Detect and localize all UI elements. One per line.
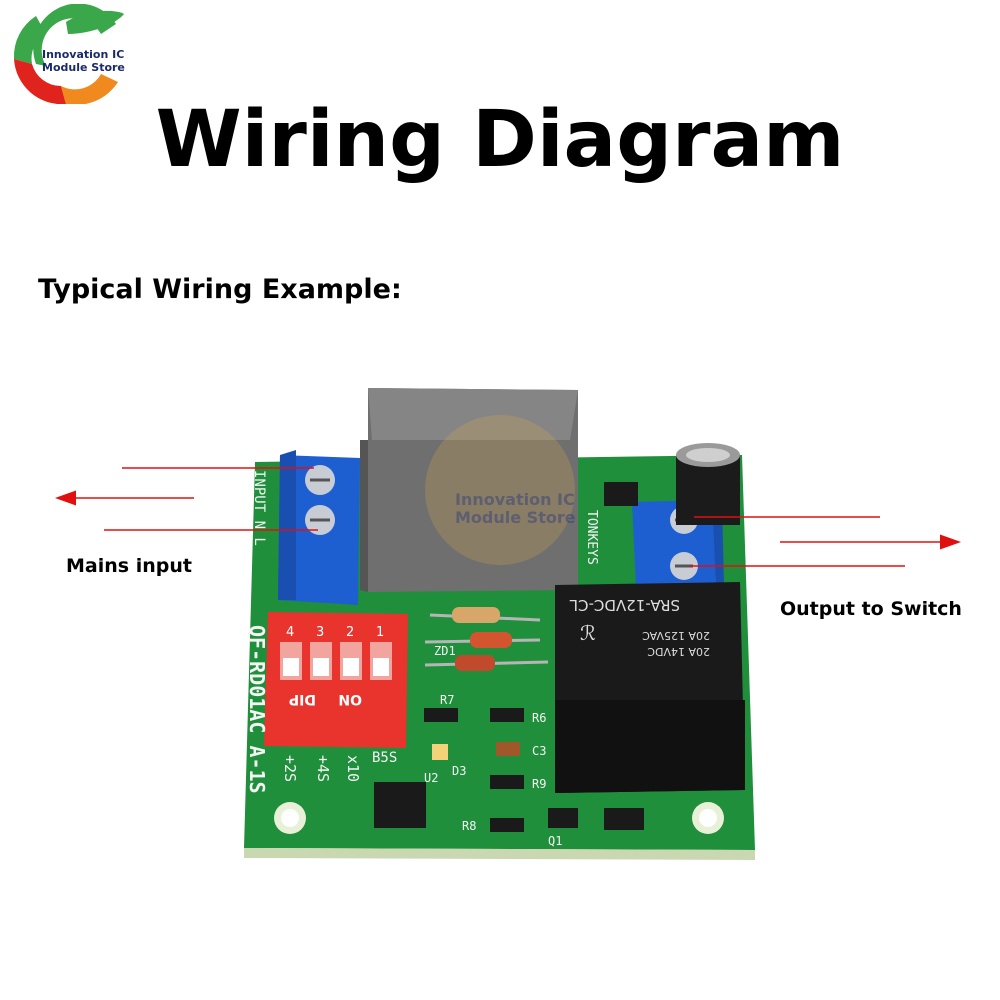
smd-components: [374, 708, 644, 832]
silk-c3: C3: [532, 744, 546, 758]
dip-switch: 4 3 2 1 DIP ON: [264, 612, 408, 748]
silk-r9: R9: [532, 777, 546, 791]
dip-number-3: 3: [316, 625, 324, 640]
dip-label-dip: DIP: [289, 691, 316, 707]
transistor-q1: [548, 808, 578, 828]
ul-mark-icon: ℛ: [580, 621, 596, 645]
ic-chip: [374, 782, 426, 828]
brand-line-1: Innovation IC: [42, 48, 125, 61]
electrolytic-capacitor: [676, 443, 740, 525]
brand-name: Innovation IC Module Store: [42, 48, 125, 74]
silk-x10: x10: [344, 755, 362, 782]
section-subtitle: Typical Wiring Example:: [38, 274, 402, 305]
silk-d3: D3: [452, 764, 466, 778]
silk-r8: R8: [462, 819, 476, 833]
silk-r7: R7: [440, 693, 454, 707]
silk-input-label: INPUT N L: [251, 470, 267, 546]
silk-option-4s: +4S: [314, 755, 332, 782]
regulator-chip: [604, 482, 638, 506]
silk-model-label: QF-RD01AC A-1S: [245, 625, 269, 794]
watermark-line-1: Innovation IC: [455, 490, 575, 509]
brand-logo: Innovation IC Module Store: [6, 3, 126, 105]
brand-line-2: Module Store: [42, 61, 125, 74]
silk-b5s: B5S: [372, 750, 397, 766]
dip-number-1: 1: [376, 625, 384, 640]
leaf-logo-icon: [13, 3, 124, 105]
silk-u2: U2: [424, 771, 438, 785]
silk-brand: TONKEYS: [584, 510, 599, 565]
dip-number-4: 4: [286, 625, 294, 640]
watermark-logo: [425, 415, 575, 565]
dip-number-2: 2: [346, 625, 354, 640]
zener-m7: [604, 808, 644, 830]
silk-option-2s: +2S: [281, 755, 299, 782]
silk-zd1: ZD1: [434, 644, 456, 658]
relay: SRA-12VDC-CL 20A 125VAC 20A 14VDC ℛ: [555, 582, 745, 793]
input-terminal-block: [278, 450, 360, 605]
relay-model-text: SRA-12VDC-CL: [569, 596, 680, 614]
silk-q1: Q1: [548, 834, 562, 848]
page-title: Wiring Diagram: [155, 95, 845, 185]
relay-rating-dc: 20A 14VDC: [647, 645, 710, 658]
mains-input-label: Mains input: [66, 555, 192, 577]
dip-label-on: ON: [338, 691, 362, 707]
watermark-line-2: Module Store: [455, 508, 576, 527]
silk-r6: R6: [532, 711, 546, 725]
diodes: [424, 607, 549, 671]
relay-rating-ac: 20A 125VAC: [642, 629, 710, 642]
output-to-switch-label: Output to Switch: [780, 598, 962, 620]
